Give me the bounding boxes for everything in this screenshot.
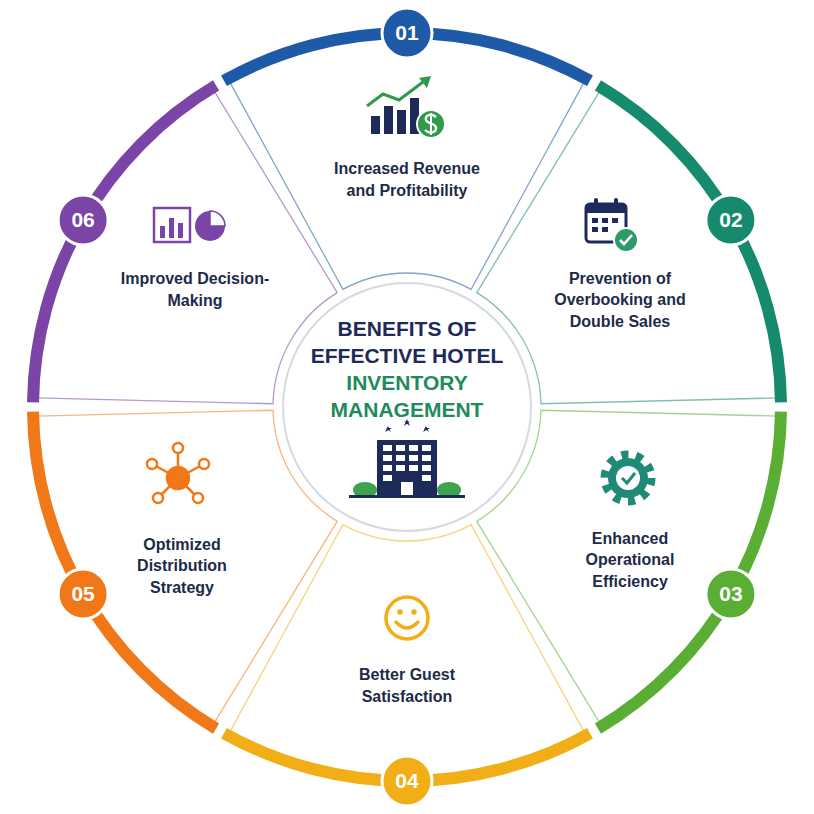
benefit-segment: 01Increased Revenue and Profitability (322, 158, 492, 201)
segment-wedge (477, 91, 777, 404)
callout-number: 04 (382, 756, 432, 806)
benefit-label: Increased Revenue and Profitability (322, 158, 492, 201)
benefit-label: Optimized Distribution Strategy (122, 534, 242, 599)
benefit-label: Improved Decision-Making (120, 268, 270, 311)
network-icon (147, 443, 209, 503)
segment-wedges (37, 37, 777, 777)
benefit-segment: 02Prevention of Overbooking and Double S… (545, 268, 695, 333)
center-title-circle: BENEFITS OF EFFECTIVE HOTELINVENTORY MAN… (307, 316, 507, 424)
callout-number: 01 (382, 8, 432, 58)
benefit-segment: 03Enhanced Operational Efficiency (570, 528, 690, 593)
segment-wedge (37, 91, 337, 404)
number-circle (382, 756, 432, 806)
hotel-icon (349, 419, 465, 498)
number-circle (382, 8, 432, 58)
benefit-segment: 04Better Guest Satisfaction (342, 664, 472, 707)
gear-icon (605, 455, 651, 501)
diagram-heading: BENEFITS OF EFFECTIVE HOTEL (307, 316, 507, 370)
benefit-label: Enhanced Operational Efficiency (570, 528, 690, 593)
number-circle (706, 569, 756, 619)
segment-rim (27, 80, 219, 402)
callout-number: 06 (58, 195, 108, 245)
callout-number: 03 (706, 569, 756, 619)
revenue-icon (367, 76, 445, 138)
smiley-icon (386, 597, 428, 639)
callout-number: 05 (58, 569, 108, 619)
callout-number: 02 (706, 195, 756, 245)
benefit-segment: 06Improved Decision-Making (120, 268, 270, 311)
analytics-icon (154, 208, 225, 242)
segment-rims (27, 8, 787, 806)
number-circle (58, 569, 108, 619)
benefit-segment: 05Optimized Distribution Strategy (122, 534, 242, 599)
segment-wedge (37, 410, 337, 723)
calendar-icon (586, 198, 638, 252)
number-circle (706, 195, 756, 245)
center-circle (283, 283, 531, 531)
number-circle (58, 195, 108, 245)
benefit-label: Better Guest Satisfaction (342, 664, 472, 707)
segment-rim (595, 411, 787, 733)
benefit-label: Prevention of Overbooking and Double Sal… (545, 268, 695, 333)
segment-rim (595, 80, 787, 402)
diagram-heading: INVENTORY MANAGEMENT (307, 370, 507, 424)
